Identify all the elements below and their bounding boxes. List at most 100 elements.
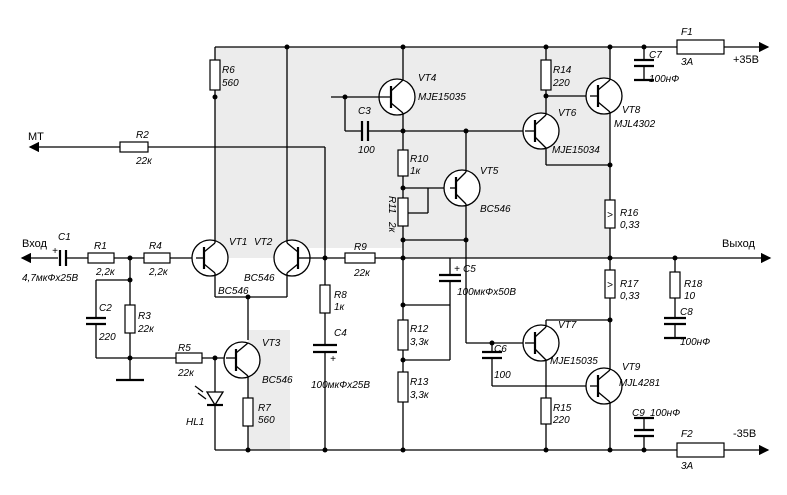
vt1-type: BC546	[218, 286, 249, 297]
r15-label: R15	[553, 403, 572, 414]
c8-label: C8	[680, 307, 693, 318]
vt5-type: BC546	[480, 204, 511, 215]
vt4-type: MJE15035	[418, 92, 466, 103]
r18-label: R18	[684, 279, 703, 290]
c6-value: 100	[494, 370, 511, 381]
capacitor-c9	[634, 428, 654, 438]
r10-label: R10	[410, 154, 429, 165]
r6-label: R6	[222, 65, 235, 76]
r14-label: R14	[553, 65, 572, 76]
r5-value: 22к	[177, 368, 195, 379]
c9-value: 100нФ	[650, 408, 680, 419]
r12-label: R12	[410, 324, 429, 335]
r8-value: 1к	[334, 302, 346, 313]
resistor-r11	[397, 197, 409, 227]
f1-value: 3А	[681, 57, 694, 68]
r4-value: 2,2к	[148, 267, 169, 278]
resistor-r12	[397, 319, 409, 351]
capacitor-c2	[86, 316, 106, 326]
vt8-label: VT8	[622, 105, 641, 116]
vt7-label: VT7	[558, 320, 577, 331]
resistor-r3	[124, 304, 136, 334]
vt4-label: VT4	[418, 73, 437, 84]
resistor-r10	[397, 149, 409, 177]
vt2-type: BC546	[244, 273, 275, 284]
r12-value: 3,3к	[410, 337, 430, 348]
r6-value: 560	[222, 78, 239, 89]
r16-value: 0,33	[620, 220, 640, 231]
resistor-r9	[344, 252, 376, 264]
vt1-label: VT1	[229, 237, 247, 248]
r11-value: 2к	[386, 221, 397, 234]
transistor-vt2	[273, 239, 311, 277]
r9-value: 22к	[353, 268, 371, 279]
transistor-vt9	[585, 367, 623, 405]
resistor-r6	[209, 59, 221, 91]
r17-label: R17	[620, 279, 639, 290]
resistor-r14	[540, 59, 552, 91]
vt9-type: MJL4281	[619, 378, 660, 389]
vt3-type: BC546	[262, 375, 293, 386]
c3-label: C3	[358, 106, 371, 117]
junction-dots	[127, 44, 678, 453]
r5-label: R5	[178, 343, 191, 354]
output-label: Выход	[722, 238, 755, 250]
f2-label: F2	[681, 429, 693, 440]
neg-supply-label: -35В	[733, 428, 756, 440]
c2-value: 220	[98, 332, 116, 343]
r11-label: R11	[386, 196, 397, 214]
resistor-r8	[319, 284, 331, 314]
r2-value: 22к	[135, 156, 153, 167]
fuse-f2	[676, 442, 725, 458]
r7-label: R7	[258, 403, 271, 414]
hl1-label: HL1	[186, 417, 204, 428]
shaded-area-driver	[215, 47, 610, 258]
r10-value: 1к	[410, 166, 422, 177]
c9-label: C9	[632, 408, 645, 419]
mt-label: МТ	[28, 131, 44, 143]
c6-label: C6	[494, 344, 507, 355]
transistor-vt6	[522, 112, 560, 150]
r14-value: 220	[552, 78, 570, 89]
vt3-label: VT3	[262, 338, 281, 349]
transistor-vt4	[331, 78, 416, 116]
c7-label: C7	[649, 50, 662, 61]
r16-label: R16	[620, 208, 639, 219]
vt5-label: VT5	[480, 166, 499, 177]
resistor-r15	[540, 397, 552, 425]
r7-value: 560	[258, 415, 275, 426]
c1-label: C1	[58, 232, 71, 243]
vt2-label: VT2	[254, 237, 273, 248]
resistor-r13	[397, 371, 409, 403]
r18-value: 10	[684, 291, 696, 302]
fuse-f1	[676, 39, 725, 55]
r3-label: R3	[138, 311, 151, 322]
f1-label: F1	[681, 27, 693, 38]
pos-supply-label: +35В	[733, 54, 759, 66]
resistor-r18	[669, 271, 681, 299]
f2-value: 3А	[681, 461, 694, 472]
vt6-label: VT6	[558, 108, 577, 119]
c1-plus: +	[52, 246, 58, 257]
vt6-type: MJE15034	[552, 145, 600, 156]
capacitor-c8	[664, 316, 686, 326]
transistor-vt1	[191, 239, 229, 277]
r3-value: 22к	[137, 324, 155, 335]
capacitor-c4	[313, 343, 337, 354]
c3-value: 100	[358, 145, 375, 156]
resistor-r1	[87, 252, 115, 264]
r15-value: 220	[552, 415, 570, 426]
r9-label: R9	[354, 242, 367, 253]
input-label: Вход	[22, 238, 47, 250]
r1-value: 2,2к	[95, 267, 116, 278]
c5-value: 100мкФх50В	[457, 287, 516, 298]
c4-label: C4	[334, 328, 347, 339]
vt9-label: VT9	[622, 362, 641, 373]
r8-label: R8	[334, 290, 347, 301]
c8-value: 100нФ	[680, 337, 710, 348]
r17-value: 0,33	[620, 291, 640, 302]
resistor-r5	[175, 352, 203, 364]
r13-value: 3,3к	[410, 390, 430, 401]
r16-gt: >	[607, 210, 613, 221]
